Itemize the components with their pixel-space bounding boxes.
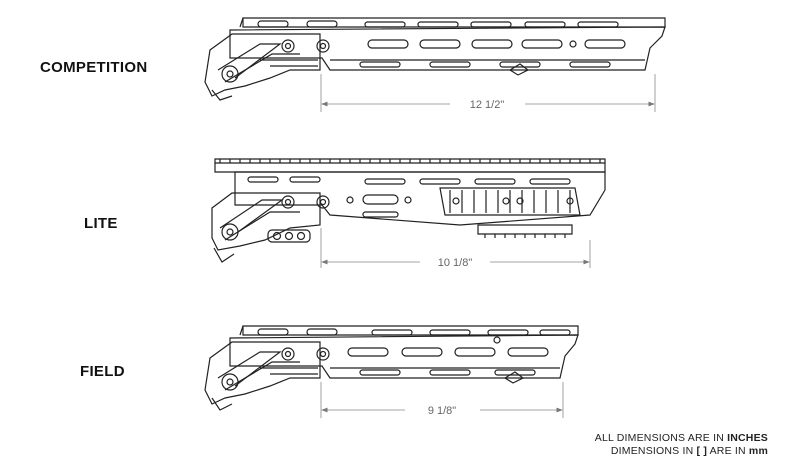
units-note-2: DIMENSIONS IN [ ] ARE IN mm <box>611 445 768 457</box>
lite-length: 10 1/8" <box>438 257 473 269</box>
field-dimension <box>320 382 564 418</box>
units-note-2-mid: ARE IN <box>707 445 749 457</box>
label-field: FIELD <box>80 363 125 380</box>
field-drawing <box>204 325 579 411</box>
lite-dimension <box>320 228 591 268</box>
units-note-1-unit: INCHES <box>727 432 768 444</box>
units-note-1-prefix: ALL DIMENSIONS ARE IN <box>594 432 728 444</box>
lite-drawing <box>211 158 606 263</box>
units-note-2-unit: mm <box>748 445 768 457</box>
units-note-2-prefix: DIMENSIONS IN <box>610 445 697 457</box>
competition-length: 12 1/2" <box>470 99 505 111</box>
units-note-1: ALL DIMENSIONS ARE IN INCHES <box>595 432 768 444</box>
label-competition: COMPETITION <box>40 59 148 76</box>
label-lite: LITE <box>84 215 118 232</box>
competition-dimension <box>320 74 656 112</box>
competition-drawing <box>204 17 666 101</box>
units-note-2-bracket: [ ] <box>696 445 708 457</box>
field-length: 9 1/8" <box>428 405 456 417</box>
